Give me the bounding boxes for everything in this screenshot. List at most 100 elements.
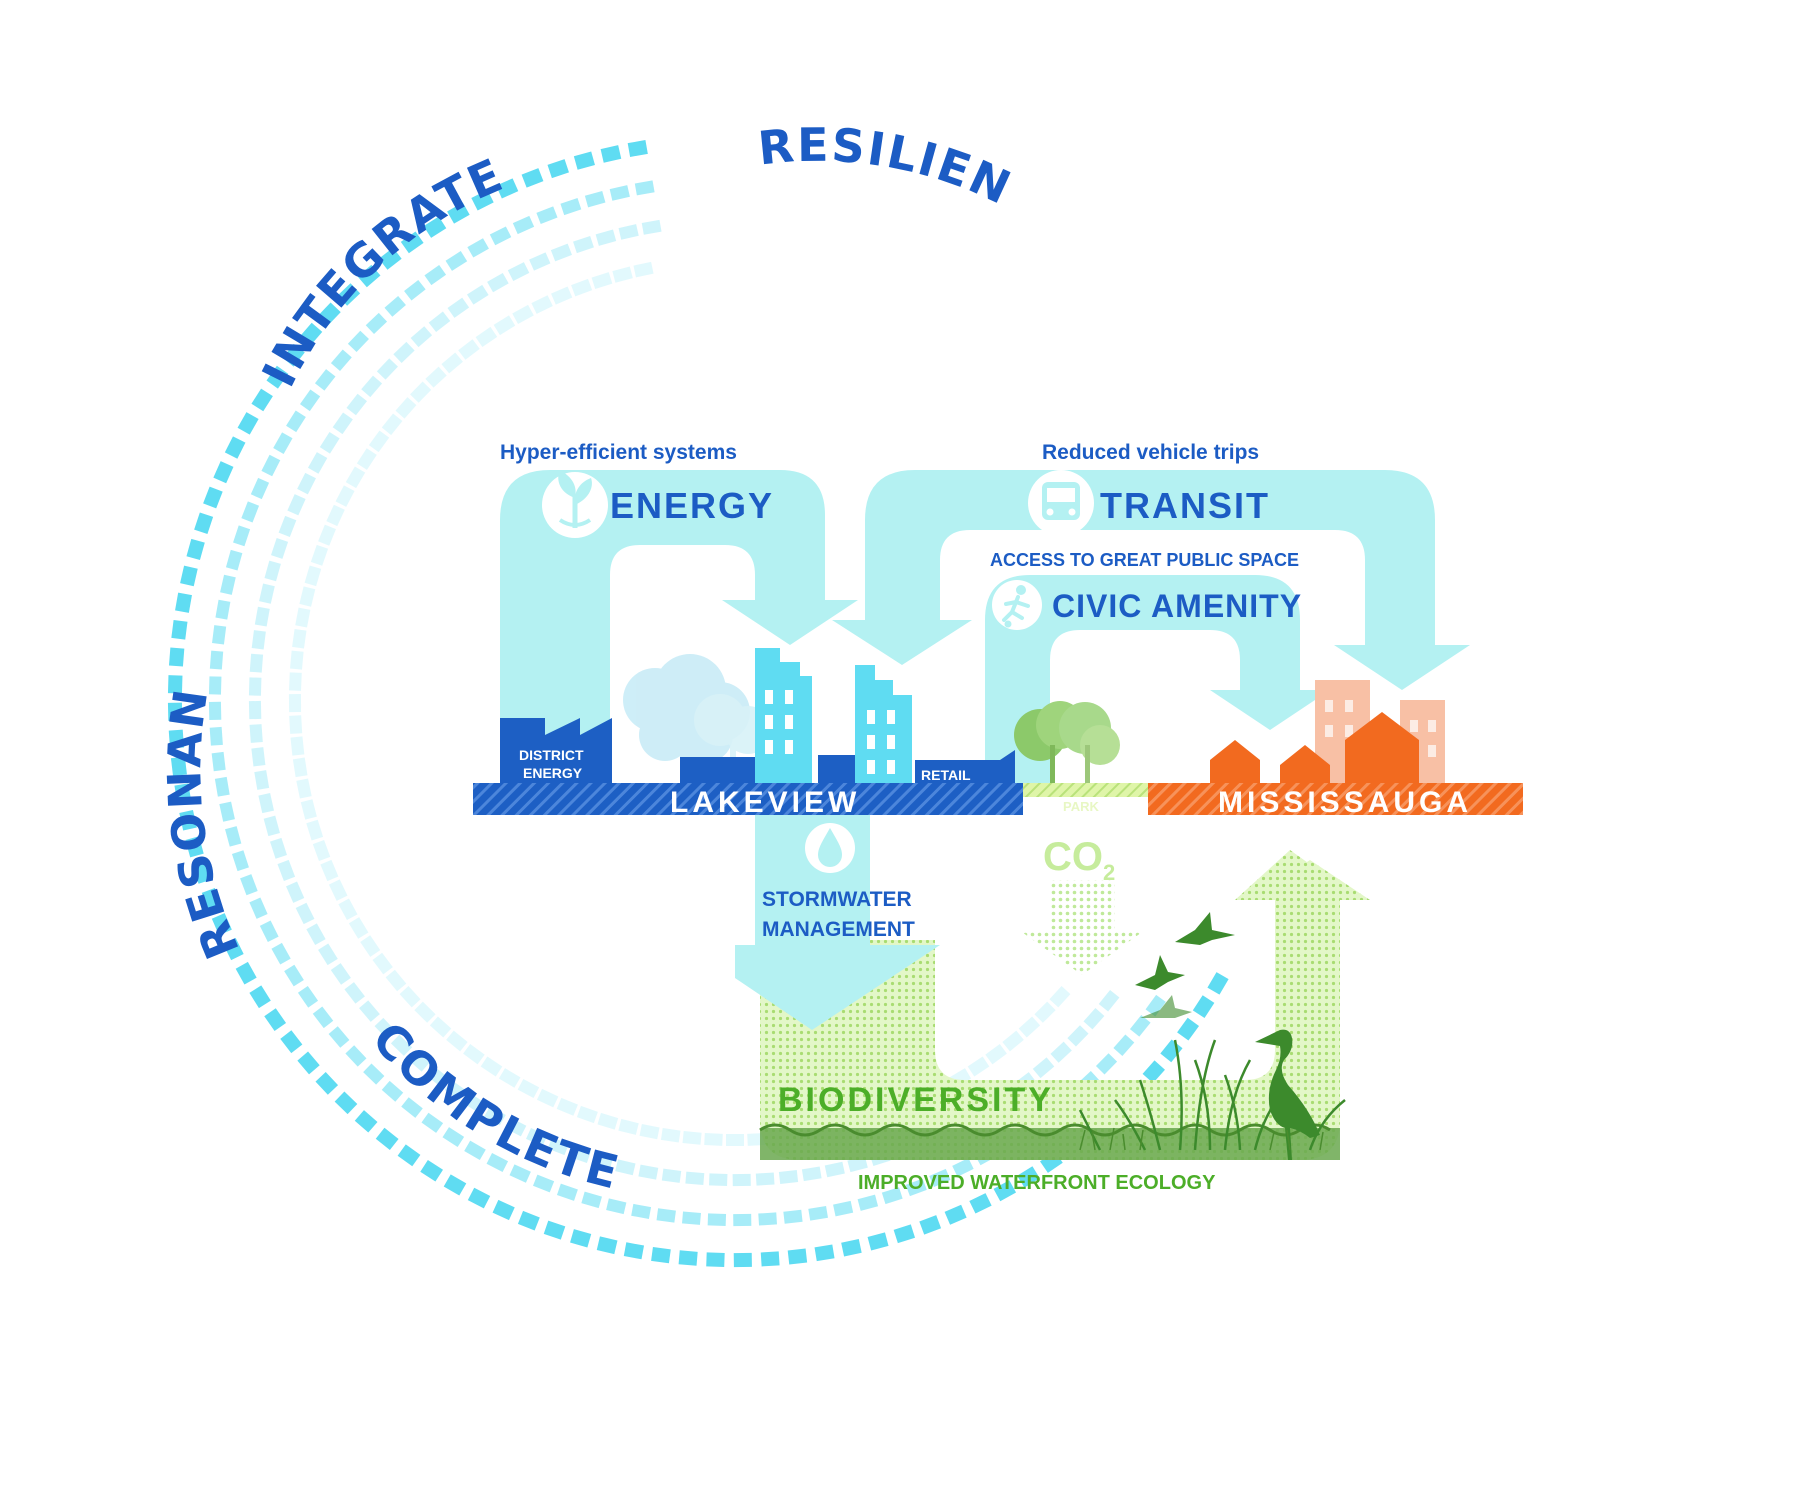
- ring-dash: [374, 1017, 396, 1040]
- ring-dash: [487, 272, 509, 293]
- ring-dash: [225, 826, 242, 847]
- ring-dash: [312, 839, 331, 861]
- ring-dash: [1129, 1015, 1151, 1037]
- park-band: [1023, 783, 1148, 797]
- ring-dash: [576, 1105, 598, 1124]
- ring-dash: [609, 185, 630, 201]
- ring-dash: [408, 1050, 430, 1072]
- ring-dash: [1177, 1017, 1200, 1041]
- ring-dash: [264, 560, 281, 582]
- ring-dash: [1067, 1025, 1089, 1047]
- ring-dash: [334, 1091, 358, 1115]
- soccer-player-icon: [992, 580, 1042, 630]
- ring-dash: [167, 675, 183, 694]
- ring-dash: [345, 1045, 367, 1067]
- ring-dash: [1002, 1030, 1024, 1052]
- ring-dash: [600, 145, 622, 163]
- ring-dash: [215, 599, 231, 620]
- ring-dash: [857, 1194, 879, 1211]
- ring-dash: [597, 1112, 619, 1130]
- ring-dash: [615, 1159, 636, 1176]
- ring-dash: [213, 461, 234, 484]
- ring-dash: [429, 1016, 452, 1038]
- ring-dash: [458, 339, 480, 360]
- ring-dash: [288, 694, 302, 713]
- ring-dash: [312, 1006, 334, 1029]
- energy-caption: Hyper-efficient systems: [500, 441, 737, 464]
- ring-dash: [277, 859, 296, 881]
- ring-dash: [251, 630, 266, 650]
- ring-dash: [248, 700, 262, 720]
- transit-caption: Reduced vehicle trips: [1042, 441, 1259, 464]
- ring-dash: [556, 1183, 578, 1201]
- ring-dash: [296, 778, 312, 799]
- ring-dash: [167, 702, 183, 721]
- ring-dash: [529, 252, 551, 271]
- heron-icon: [1255, 1029, 1320, 1160]
- park-band-lower: [1023, 797, 1148, 815]
- ring-dash: [1207, 972, 1229, 995]
- ring-dash: [299, 389, 321, 412]
- ring-dash: [1192, 995, 1215, 1018]
- ring-dash: [656, 1208, 676, 1223]
- ring-dash: [569, 1145, 591, 1163]
- ring-dash: [755, 1172, 775, 1186]
- co2-label: CO2: [1043, 835, 1115, 885]
- ring-dash: [266, 365, 289, 389]
- ring-dash: [248, 677, 262, 696]
- ring-dash: [337, 283, 361, 306]
- park-label: PARK: [1063, 799, 1099, 814]
- ring-word-resonant: RESONANT: [0, 0, 250, 966]
- district-energy-label-line2: ENERGY: [523, 765, 583, 781]
- ring-dash: [359, 1000, 380, 1022]
- ring-dash: [209, 650, 224, 670]
- ring-dash: [612, 266, 633, 283]
- ring-dash: [1142, 1060, 1165, 1084]
- ring-dash: [509, 1164, 531, 1183]
- ring-dash: [595, 229, 617, 246]
- ring-dash: [390, 1034, 413, 1056]
- biodiversity-loop: [759, 850, 1370, 1160]
- ring-dash: [867, 1232, 889, 1251]
- ring-dash: [944, 1204, 967, 1225]
- ring-dash: [1098, 989, 1120, 1012]
- ring-word-complete: COMPLETE: [362, 1011, 626, 1199]
- ring-dash: [426, 1065, 448, 1087]
- ring-dash: [271, 942, 291, 965]
- ring-dash: [263, 815, 280, 837]
- ring-dash: [704, 1133, 723, 1146]
- ring-dash: [985, 1043, 1007, 1065]
- leaf-icon: [542, 470, 608, 538]
- ring-dash: [231, 850, 249, 872]
- ring-dash: [289, 672, 302, 691]
- ring-dash: [180, 565, 198, 587]
- district-energy-label-line1: DISTRICT: [519, 747, 584, 763]
- ring-dash: [893, 1224, 916, 1244]
- ring-dash: [442, 1127, 465, 1148]
- ring-dash: [783, 1209, 803, 1224]
- ring-dash: [261, 454, 281, 477]
- ring-dash: [249, 897, 268, 919]
- ring-dash: [259, 920, 279, 942]
- ring-dash: [400, 231, 424, 254]
- ring-dash: [345, 466, 366, 489]
- ring-dash: [328, 879, 348, 901]
- ring-dash: [631, 1203, 652, 1219]
- ring-dash: [297, 472, 316, 495]
- ring-dash: [444, 1080, 467, 1101]
- ring-dash: [306, 819, 324, 841]
- ring-dash: [512, 304, 534, 325]
- ring-dash: [682, 1131, 702, 1145]
- ring-dash: [240, 874, 258, 896]
- ring-dash: [241, 501, 260, 523]
- ring-dash: [678, 1250, 698, 1266]
- ring-dash: [824, 1161, 845, 1178]
- ring-dash: [410, 381, 432, 403]
- ring-dash: [179, 809, 197, 831]
- ring-dash: [787, 1248, 808, 1265]
- ring-dash: [512, 215, 535, 235]
- ring-dash: [881, 1187, 903, 1205]
- ring-dash: [174, 783, 192, 804]
- ring-dash: [531, 295, 553, 314]
- ring-dash: [376, 358, 398, 380]
